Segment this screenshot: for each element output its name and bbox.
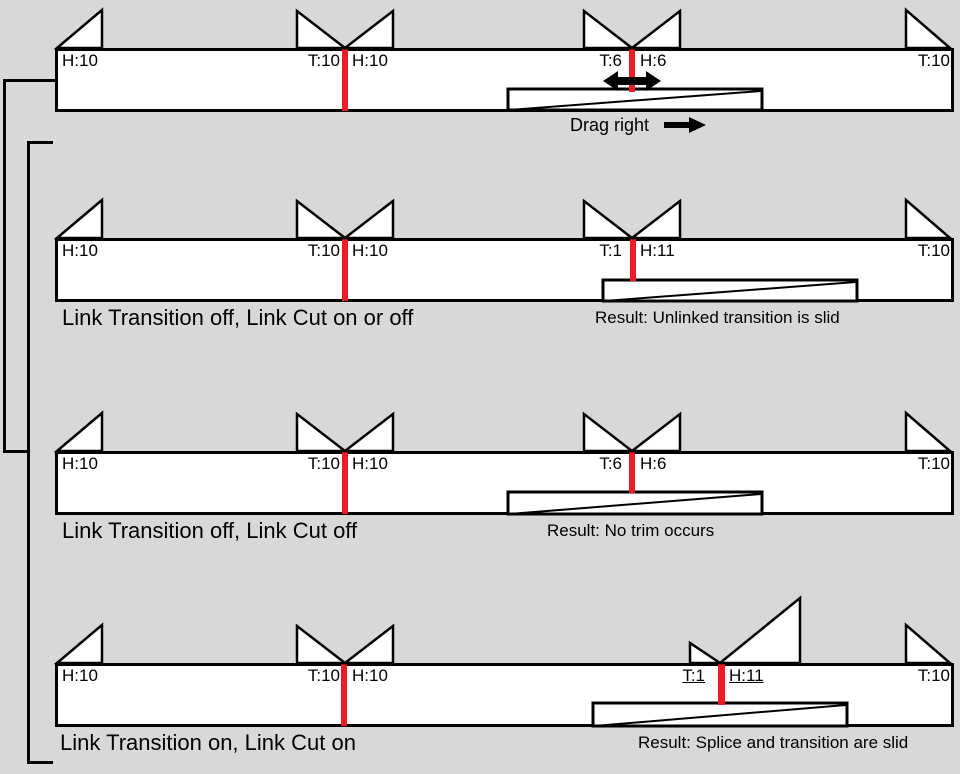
dual-trim-roller-icon: [582, 411, 682, 453]
trim-roller-icon: [904, 622, 954, 665]
timeline-track: [55, 451, 954, 515]
trim-roller-icon: [904, 7, 954, 50]
clip-head-label: H:10: [352, 51, 388, 70]
trim-roller-icon: [53, 622, 104, 665]
result-label: Result: No trim occurs: [547, 521, 715, 540]
bracket-line: [27, 141, 30, 764]
bracket-line: [27, 141, 53, 144]
trim-roller-icon: [53, 7, 104, 50]
clip-tail-label: T:10: [917, 241, 950, 260]
dual-trim-roller-icon: [582, 198, 682, 240]
clip-tail-label: T:10: [917, 666, 950, 685]
clip-head-label: H:11: [640, 241, 675, 260]
clip-head-label: H:10: [352, 241, 388, 260]
connector-line: [3, 79, 56, 82]
dual-trim-roller-icon: [582, 8, 682, 50]
result-label: Result: Splice and transition are slid: [638, 733, 909, 752]
cut-marker-splice: [342, 238, 348, 301]
cut-marker-transition[interactable]: [629, 48, 635, 92]
clip-tail-label: T:10: [307, 241, 340, 260]
trim-roller-icon: [904, 197, 954, 240]
right-arrow-icon: [664, 117, 706, 133]
clip-head-label: H:6: [640, 51, 667, 70]
clip-head-label: H:10: [352, 666, 388, 685]
clip-tail-label: T:1: [682, 666, 705, 685]
cut-marker-splice: [341, 663, 347, 726]
dual-trim-roller-icon: [295, 8, 395, 50]
clip-head-label: H:10: [62, 666, 98, 685]
connector-line: [3, 450, 30, 453]
case-caption: Link Transition off, Link Cut off: [62, 518, 358, 543]
left-right-arrow-icon[interactable]: [601, 69, 663, 93]
transition-wedge: [506, 490, 764, 516]
cut-marker-splice: [342, 451, 348, 514]
trim-roller-icon: [53, 197, 104, 240]
clip-tail-label: T:6: [599, 51, 622, 70]
clip-tail-label: T:10: [307, 666, 340, 685]
dual-trim-roller-icon: [295, 198, 395, 240]
clip-tail-label: T:10: [307, 454, 340, 473]
clip-tail-label: T:6: [599, 454, 622, 473]
dual-trim-roller-icon: [295, 411, 395, 453]
clip-head-label: H:10: [62, 241, 98, 260]
trim-roller-icon: [53, 410, 104, 453]
case-caption: Link Transition on, Link Cut on: [60, 730, 356, 755]
clip-head-label: H:10: [62, 51, 98, 70]
clip-head-label: H:6: [640, 454, 667, 473]
cut-marker-transition: [629, 451, 635, 493]
dual-trim-roller-icon: [295, 623, 395, 665]
connector-line: [3, 79, 6, 453]
clip-head-label: H:10: [352, 454, 388, 473]
trim-roller-icon: [904, 410, 954, 453]
cut-marker-transition: [630, 238, 636, 281]
drag-direction-label: Drag right: [570, 115, 650, 135]
bracket-line: [27, 761, 53, 764]
transition-wedge: [601, 278, 859, 303]
cut-marker-transition: [718, 663, 725, 705]
clip-tail-label: T:10: [917, 454, 950, 473]
clip-tail-label: T:10: [917, 51, 950, 70]
clip-head-label: H:10: [62, 454, 98, 473]
transition-wedge: [506, 87, 764, 112]
case-caption: Link Transition off, Link Cut on or off: [62, 305, 414, 330]
cut-marker-splice: [342, 48, 348, 111]
timeline-track: [55, 48, 954, 112]
clip-tail-label: T:1: [599, 241, 622, 260]
asymmetric-dual-roller-icon: [688, 595, 802, 665]
result-label: Result: Unlinked transition is slid: [595, 308, 840, 327]
clip-tail-label: T:10: [307, 51, 340, 70]
clip-head-label: H:11: [729, 666, 764, 685]
